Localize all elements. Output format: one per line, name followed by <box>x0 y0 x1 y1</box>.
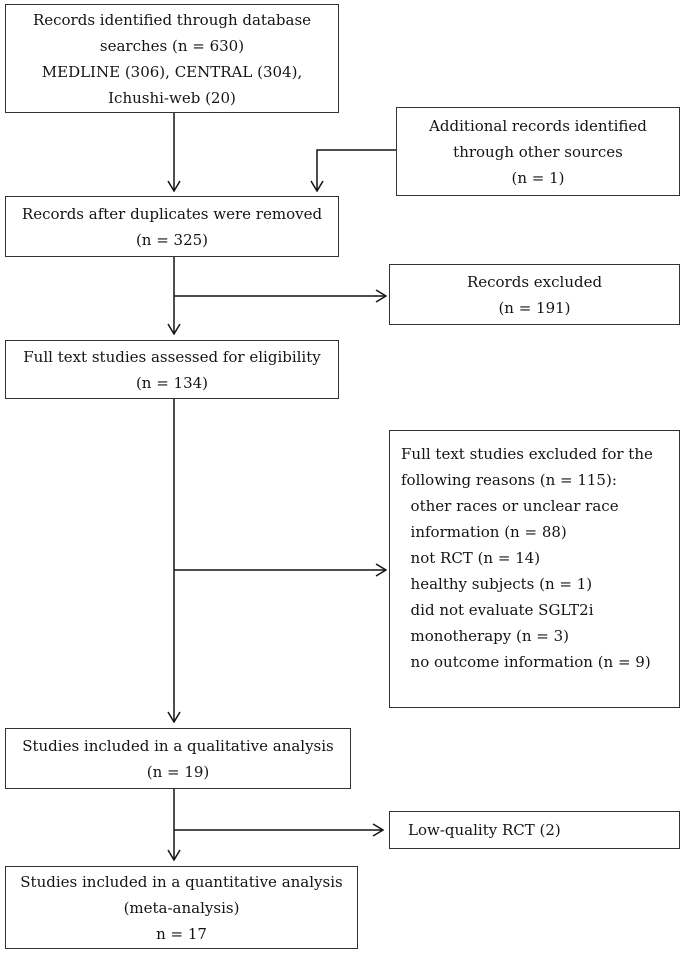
text-line: Records excluded <box>466 272 603 291</box>
text-line: Studies included in a qualitative analys… <box>22 736 334 755</box>
text-line: not RCT (n = 14) <box>401 549 541 567</box>
box-records-excluded: Records excluded (n = 191) <box>389 264 680 325</box>
text-line: Full text studies excluded for the <box>401 445 653 463</box>
text-line: monotherapy (n = 3) <box>401 627 570 645</box>
box-fulltext-assessed: Full text studies assessed for eligibili… <box>5 340 339 399</box>
text-line: did not evaluate SGLT2i <box>401 601 594 619</box>
box-additional-records: Additional records identified through ot… <box>396 107 680 196</box>
box-quantitative-analysis: Studies included in a quantitative analy… <box>5 866 358 949</box>
text-line: Low-quality RCT (2) <box>408 821 561 839</box>
box-duplicates-removed: Records after duplicates were removed (n… <box>5 196 339 257</box>
text-line: Full text studies assessed for eligibili… <box>23 347 321 366</box>
text-line: information (n = 88) <box>401 523 567 541</box>
box-fulltext-excluded-reasons: Full text studies excluded for the follo… <box>389 430 680 708</box>
text-line: Ichushi-web (20) <box>108 88 236 107</box>
text-line: following reasons (n = 115): <box>401 471 617 489</box>
box-records-identified: Records identified through database sear… <box>5 4 339 113</box>
text-line: searches (n = 630) <box>99 36 245 55</box>
text-line: MEDLINE (306), CENTRAL (304), <box>41 62 303 81</box>
text-line: (n = 134) <box>135 373 209 392</box>
text-line: through other sources <box>453 142 623 161</box>
text-line: (meta-analysis) <box>123 898 240 917</box>
text-line: (n = 19) <box>146 762 210 781</box>
box-qualitative-analysis: Studies included in a qualitative analys… <box>5 728 351 789</box>
text-line: Additional records identified <box>429 116 647 135</box>
text-line: n = 17 <box>156 924 207 943</box>
arrow-additional-to-dedup <box>317 149 396 191</box>
box-low-quality-rct: Low-quality RCT (2) <box>389 811 680 849</box>
text-line: Records identified through database <box>32 10 312 29</box>
text-line: other races or unclear race <box>401 497 619 515</box>
text-line: Studies included in a quantitative analy… <box>20 872 343 891</box>
text-line: (n = 1) <box>511 168 565 187</box>
text-line: no outcome information (n = 9) <box>401 653 651 671</box>
text-line: (n = 325) <box>135 230 209 249</box>
text-line: healthy subjects (n = 1) <box>401 575 593 593</box>
text-line: Records after duplicates were removed <box>21 204 323 223</box>
text-line: (n = 191) <box>498 298 571 317</box>
